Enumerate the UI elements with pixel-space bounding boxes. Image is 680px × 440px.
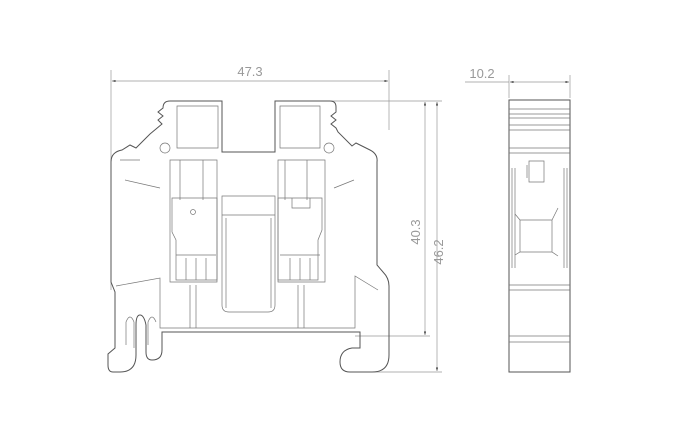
width-dimension: 47.3 bbox=[110, 64, 390, 290]
total-height-label: 46.2 bbox=[431, 239, 446, 264]
depth-dimension: 10.2 bbox=[465, 66, 571, 98]
inner-height-label: 40.3 bbox=[408, 219, 423, 244]
side-view bbox=[508, 99, 571, 373]
depth-label: 10.2 bbox=[469, 66, 494, 81]
width-label: 47.3 bbox=[237, 64, 262, 79]
front-view bbox=[107, 100, 390, 373]
